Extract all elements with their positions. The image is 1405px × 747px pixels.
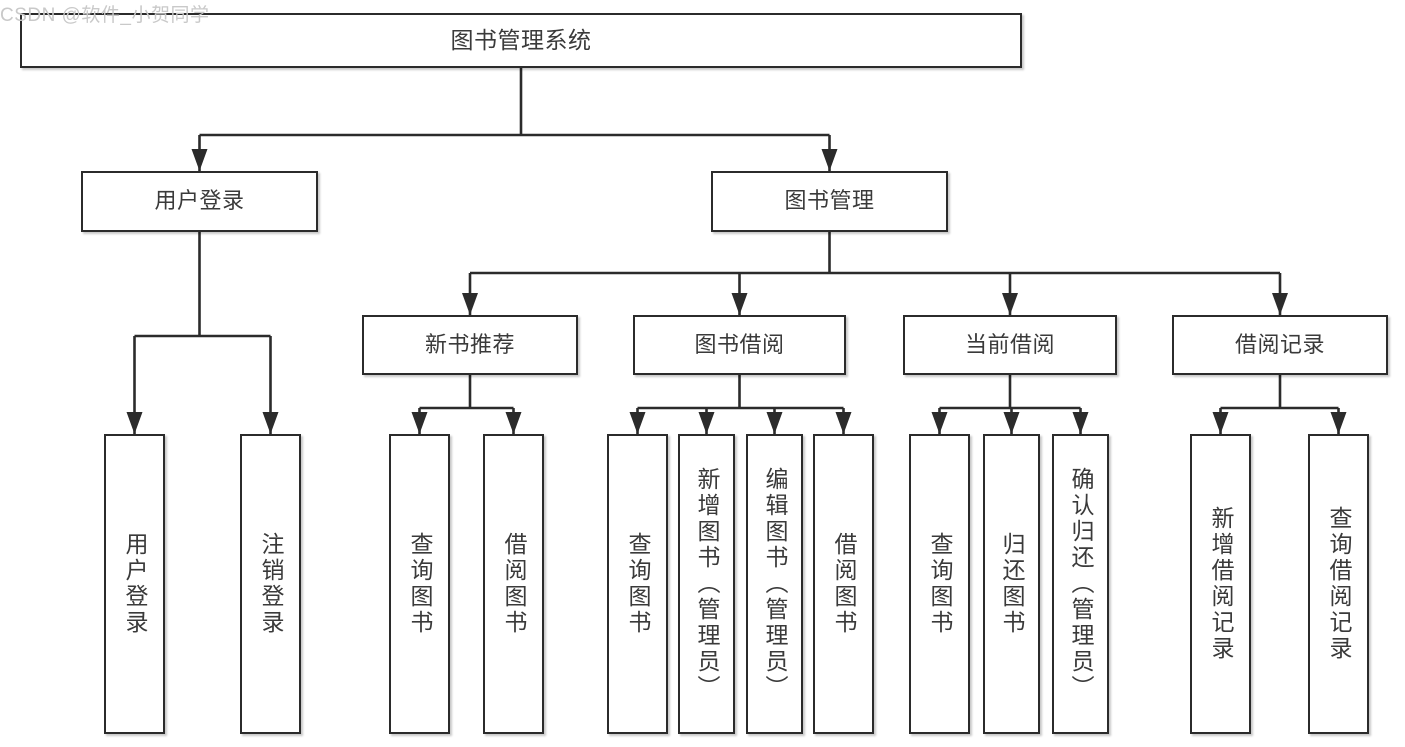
- node-l_logout[interactable]: 注销登录: [240, 434, 301, 734]
- connector-arrowhead: [1002, 293, 1018, 315]
- node-bookmgr[interactable]: 图书管理: [711, 171, 948, 232]
- node-label: 查询借阅记录: [1326, 506, 1352, 662]
- node-label: 查询图书: [625, 532, 651, 636]
- node-label: 归还图书: [999, 532, 1025, 636]
- node-label: 图书借阅: [694, 331, 785, 357]
- node-label: 确认归还（管理员）: [1068, 467, 1094, 701]
- node-label: 借阅图书: [501, 532, 527, 636]
- node-login[interactable]: 用户登录: [81, 171, 318, 232]
- node-label: 图书管理: [784, 188, 875, 214]
- node-label: 新增借阅记录: [1208, 506, 1234, 662]
- connector-arrowhead: [191, 149, 208, 171]
- node-label: 查询图书: [927, 532, 953, 636]
- connector-arrowhead: [1212, 412, 1229, 434]
- node-l_login[interactable]: 用户登录: [104, 434, 165, 734]
- connector-arrowhead: [411, 412, 428, 434]
- node-label: 编辑图书（管理员）: [762, 467, 788, 701]
- node-c_confirm[interactable]: 确认归还（管理员）: [1052, 434, 1109, 734]
- node-b_edit[interactable]: 编辑图书（管理员）: [746, 434, 803, 734]
- connector-arrowhead: [731, 293, 748, 315]
- node-c_query[interactable]: 查询图书: [909, 434, 970, 734]
- connector-arrowhead: [1272, 293, 1288, 315]
- connector-arrowhead: [835, 412, 852, 434]
- node-label: 新书推荐: [424, 331, 515, 357]
- node-label: 注销登录: [258, 532, 284, 636]
- connector-arrowhead: [1330, 412, 1347, 434]
- connector-arrowhead: [698, 412, 715, 434]
- node-current[interactable]: 当前借阅: [903, 315, 1117, 375]
- node-b_lend[interactable]: 借阅图书: [813, 434, 874, 734]
- connector-arrowhead: [262, 412, 279, 434]
- connector-arrowhead: [126, 412, 143, 434]
- node-label: 图书管理系统: [450, 26, 592, 53]
- node-label: 借阅记录: [1234, 331, 1325, 357]
- connector-arrowhead: [505, 412, 522, 434]
- node-label: 新增图书（管理员）: [694, 467, 720, 701]
- node-c_return[interactable]: 归还图书: [983, 434, 1040, 734]
- node-b_query[interactable]: 查询图书: [607, 434, 668, 734]
- node-n_query[interactable]: 查询图书: [389, 434, 450, 734]
- node-label: 借阅图书: [831, 532, 857, 636]
- connector-arrowhead: [462, 293, 478, 315]
- node-borrow[interactable]: 图书借阅: [633, 315, 846, 375]
- connector-arrowhead: [1003, 412, 1020, 434]
- connector-arrowhead: [629, 412, 646, 434]
- watermark: CSDN @软件_小贺同学: [0, 5, 210, 26]
- node-label: 当前借阅: [964, 331, 1055, 357]
- node-label: 用户登录: [122, 532, 148, 636]
- connector-arrowhead: [766, 412, 783, 434]
- node-r_add[interactable]: 新增借阅记录: [1190, 434, 1251, 734]
- node-newbook[interactable]: 新书推荐: [362, 315, 578, 375]
- connector-arrowhead: [821, 149, 838, 171]
- node-records[interactable]: 借阅记录: [1172, 315, 1388, 375]
- node-label: 查询图书: [407, 532, 433, 636]
- node-r_query[interactable]: 查询借阅记录: [1308, 434, 1369, 734]
- node-b_add[interactable]: 新增图书（管理员）: [678, 434, 735, 734]
- connector-arrowhead: [1072, 412, 1089, 434]
- node-n_borrow[interactable]: 借阅图书: [483, 434, 544, 734]
- node-label: 用户登录: [154, 188, 245, 214]
- connector-arrowhead: [931, 412, 948, 434]
- node-root[interactable]: 图书管理系统: [20, 13, 1022, 68]
